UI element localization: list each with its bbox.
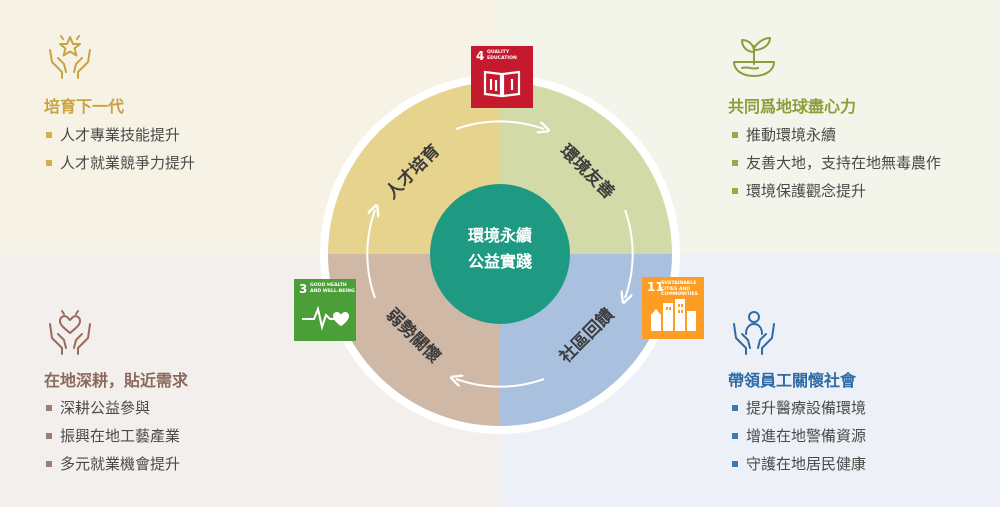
panel-list: 人才專業技能提升 人才就業競爭力提升 (46, 121, 195, 177)
sdg-label: SUSTAINABLE CITIES AND COMMUNITIES (661, 281, 698, 297)
sdg-4-badge: 4 QUALITY EDUCATION (471, 46, 533, 108)
panel-title: 在地深耕，貼近需求 (44, 371, 189, 390)
cycle-arrow (366, 210, 375, 299)
sdg-label: QUALITY EDUCATION (487, 50, 517, 61)
sdg-number: 3 (299, 282, 308, 296)
list-item: 提升醫療設備環境 (732, 394, 866, 422)
panel-title: 帶領員工關懷社會 (728, 371, 857, 390)
list-item: 友善大地，支持在地無毒農作 (732, 149, 941, 177)
list-item: 增進在地警備資源 (732, 422, 866, 450)
panel-list: 推動環境永續 友善大地，支持在地無毒農作 環境保護觀念提升 (732, 121, 941, 205)
panel-list: 深耕公益參與 振興在地工藝產業 多元就業機會提升 (46, 394, 180, 478)
center-label-line: 公益實踐 (467, 252, 532, 271)
book-icon (483, 70, 521, 98)
hands-person-icon (733, 311, 775, 355)
list-item: 人才就業競爭力提升 (46, 149, 195, 177)
hands-heart-icon (49, 310, 91, 355)
heartbeat-icon (302, 305, 350, 331)
center-label: 環境永續 公益實踐 (440, 223, 560, 275)
list-item: 推動環境永續 (732, 121, 941, 149)
list-item: 深耕公益參與 (46, 394, 180, 422)
panel-title: 培育下一代 (44, 97, 125, 116)
list-item: 環境保護觀念提升 (732, 177, 941, 205)
center-circle (430, 184, 570, 324)
plant-bowl-icon (733, 37, 775, 77)
list-item: 守護在地居民健康 (732, 450, 866, 478)
city-buildings-icon (651, 299, 696, 331)
cycle-wheel: 人才培育 環境友善 社區回饋 弱勢關懷 (320, 74, 680, 434)
sdg-11-badge: 11 SUSTAINABLE CITIES AND COMMUNITIES (642, 277, 704, 339)
hands-star-icon (49, 35, 91, 79)
cycle-arrow (455, 120, 544, 129)
panel-list: 提升醫療設備環境 增進在地警備資源 守護在地居民健康 (732, 394, 866, 478)
list-item: 振興在地工藝產業 (46, 422, 180, 450)
panel-title: 共同爲地球盡心力 (728, 97, 857, 116)
sdg-label: GOOD HEALTH AND WELL-BEING (310, 283, 355, 294)
list-item: 多元就業機會提升 (46, 450, 180, 478)
sdg-3-badge: 3 GOOD HEALTH AND WELL-BEING (294, 279, 356, 341)
cycle-arrow (456, 379, 545, 388)
center-label-line: 環境永續 (467, 226, 532, 245)
list-item: 人才專業技能提升 (46, 121, 195, 149)
sdg-number: 11 (647, 280, 664, 294)
sdg-number: 4 (476, 49, 485, 63)
cycle-arrow (625, 209, 634, 298)
